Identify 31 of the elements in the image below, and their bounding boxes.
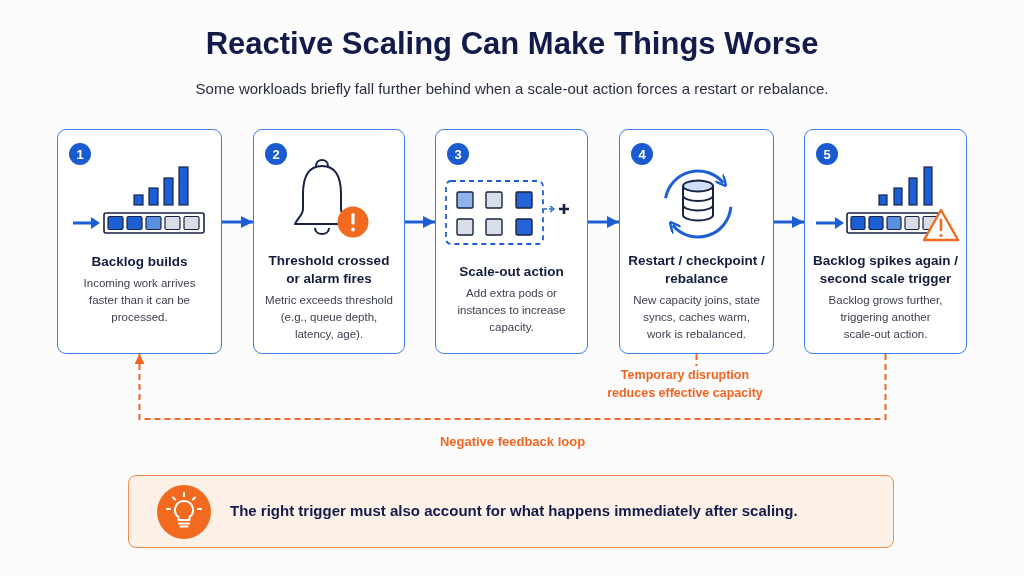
arrow (405, 216, 435, 228)
step-card (804, 129, 967, 354)
takeaway-banner (128, 475, 894, 548)
step-description: Add extra pods or instances to increase capacity. (456, 286, 567, 335)
step-card (435, 129, 588, 354)
step-description: Metric exceeds threshold (e.g., queue depth, latency, age). (264, 293, 394, 342)
annotation-text: Temporary disruption reduces effective capacity (602, 366, 768, 402)
dashed-line (695, 353, 698, 367)
step-card (57, 129, 222, 354)
step-card (253, 129, 405, 354)
step-title: Restart / checkpoint / rebalance (627, 252, 766, 288)
step-description: Incoming work arrives faster than it can be processed. (82, 276, 197, 325)
takeaway-text: The right trigger must also account for what happens immediately after scaling. (230, 501, 798, 522)
step-title: Scale-out action (459, 263, 564, 281)
arrow (222, 216, 253, 228)
step-title: Threshold crossed or alarm fires (267, 252, 391, 288)
step-title: Backlog builds (91, 253, 188, 271)
dashed-arrow (134, 353, 887, 420)
arrow (774, 216, 804, 228)
step-number-badge: 4 (631, 143, 653, 165)
step-number-badge: 2 (265, 143, 287, 165)
step-number-badge: 3 (447, 143, 469, 165)
subtitle: Some workloads briefly fall further behind when a scale-out action forces a restart or rebalance. (195, 79, 829, 99)
step-title: Backlog spikes again / second scale trigger (812, 252, 959, 288)
step-description: Backlog grows further, triggering another scale-out action. (827, 293, 944, 342)
step-number-badge: 5 (816, 143, 838, 165)
arrow (588, 216, 619, 228)
step-card (619, 129, 774, 354)
title: Reactive Scaling Can Make Things Worse (205, 25, 819, 63)
step-number-badge: 1 (69, 143, 91, 165)
step-description: New capacity joins, state syncs, caches warm, work is rebalanced. (632, 293, 761, 342)
